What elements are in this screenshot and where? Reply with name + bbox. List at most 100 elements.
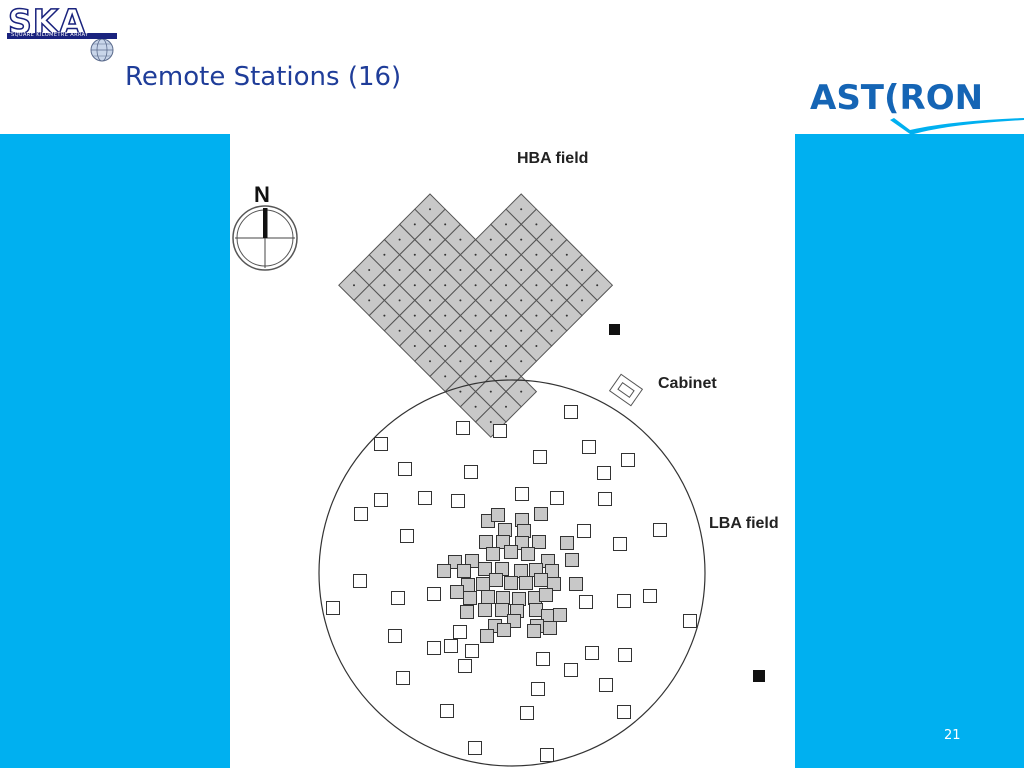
- lba-antenna-inner: [497, 623, 511, 637]
- hba-tile-center: [489, 421, 492, 423]
- hba-field: [338, 193, 614, 438]
- hba-tile-center: [520, 329, 523, 332]
- lba-antenna-inner: [495, 603, 509, 617]
- lba-antenna-outer: [326, 601, 340, 615]
- lba-antenna-outer: [683, 614, 697, 628]
- lba-antenna-outer: [643, 589, 657, 603]
- lba-antenna-outer: [427, 587, 441, 601]
- hba-tile-center: [489, 329, 492, 332]
- ska-logo: SKA SQUARE KILOMETRE ARRAY: [2, 1, 122, 66]
- lba-antenna-inner: [543, 621, 557, 635]
- hba-tile-center: [489, 390, 492, 393]
- north-compass-icon: [232, 205, 298, 271]
- hba-tile-center: [368, 269, 371, 271]
- station-diagram: N HBA field Cabinet LBA field: [232, 150, 779, 767]
- hba-tile-center: [565, 314, 568, 317]
- lba-antenna-outer: [418, 491, 432, 505]
- lba-antenna-inner: [534, 507, 548, 521]
- lba-antenna-inner: [481, 590, 495, 604]
- lba-antenna-inner: [532, 535, 546, 549]
- lba-antenna-outer: [354, 507, 368, 521]
- lba-antenna-outer: [617, 705, 631, 719]
- lba-antenna-inner: [504, 545, 518, 559]
- lba-antenna-inner: [460, 605, 474, 619]
- lba-field-label: LBA field: [709, 515, 779, 532]
- hba-tile-center: [535, 253, 538, 256]
- lba-antenna-outer: [617, 594, 631, 608]
- lba-antenna-outer: [582, 440, 596, 454]
- lba-antenna-outer: [456, 421, 470, 435]
- hba-tile-center: [505, 284, 507, 287]
- hba-tile-center: [444, 223, 447, 226]
- hba-tile-center: [459, 360, 462, 363]
- lba-antenna-outer: [464, 465, 478, 479]
- hba-tile-center: [353, 284, 355, 287]
- hba-tile-center: [444, 314, 447, 317]
- hba-tile-center: [489, 269, 492, 271]
- hba-tile-center: [535, 345, 538, 347]
- hba-tile-center: [429, 299, 431, 302]
- hba-tile-center: [383, 253, 386, 256]
- marker-square: [609, 324, 620, 335]
- hba-tile-center: [520, 238, 523, 241]
- hba-tile-center: [550, 238, 553, 241]
- hba-tile-center: [550, 329, 553, 332]
- hba-tile-center: [398, 299, 401, 302]
- hba-tile-center: [535, 284, 538, 287]
- lba-antenna-outer: [598, 492, 612, 506]
- lba-antenna-outer: [577, 524, 591, 538]
- hba-tile-center: [429, 329, 431, 332]
- hba-tile-center: [444, 253, 447, 256]
- hba-tile-center: [459, 390, 462, 393]
- lba-antenna-inner: [478, 562, 492, 576]
- hba-tile-center: [474, 253, 477, 256]
- right-accent-panel: [795, 134, 1024, 768]
- lba-antenna-outer: [400, 529, 414, 543]
- lba-antenna-inner: [498, 523, 512, 537]
- lba-antenna-outer: [493, 424, 507, 438]
- lba-antenna-inner: [512, 592, 526, 606]
- lba-antenna-inner: [521, 547, 535, 561]
- lba-antenna-outer: [398, 462, 412, 476]
- lba-antenna-inner: [517, 524, 531, 538]
- lba-antenna-inner: [504, 576, 518, 590]
- hba-tile-center: [459, 299, 462, 302]
- lba-antenna-outer: [579, 595, 593, 609]
- ska-globe-icon: [90, 38, 114, 62]
- lba-antenna-outer: [533, 450, 547, 464]
- hba-tile-center: [489, 238, 492, 241]
- hba-tile-center: [444, 345, 447, 347]
- lba-antenna-inner: [553, 608, 567, 622]
- hba-tile-center: [413, 314, 416, 317]
- hba-tile-center: [413, 253, 416, 256]
- hba-tile-center: [474, 405, 477, 408]
- hba-tile-center: [505, 345, 507, 347]
- lba-antenna-outer: [564, 663, 578, 677]
- lba-antenna-outer: [520, 706, 534, 720]
- astron-swoosh-icon: [890, 118, 1024, 134]
- hba-tile-center: [520, 299, 523, 302]
- astron-logo: AST(RON: [810, 78, 984, 118]
- hba-tile-center: [413, 345, 416, 347]
- hba-tile-center: [444, 375, 447, 378]
- hba-tile-center: [505, 314, 507, 317]
- lba-antenna-outer: [453, 625, 467, 639]
- hba-tile-center: [383, 314, 386, 317]
- lba-antenna-outer: [536, 652, 550, 666]
- hba-tile-center: [429, 208, 431, 211]
- hba-tile-center: [505, 223, 507, 226]
- lba-antenna-outer: [465, 644, 479, 658]
- lba-antenna-inner: [463, 591, 477, 605]
- lba-antenna-inner: [496, 591, 510, 605]
- hba-tile-center: [368, 299, 371, 302]
- hba-field-label: HBA field: [517, 150, 588, 167]
- hba-tile-center: [413, 223, 416, 226]
- hba-tile-center: [383, 284, 386, 287]
- lba-antenna-inner: [560, 536, 574, 550]
- hba-tile-center: [520, 390, 523, 393]
- lba-antenna-outer: [391, 591, 405, 605]
- lba-antenna-inner: [437, 564, 451, 578]
- north-label: N: [254, 182, 270, 207]
- hba-tile-center: [596, 284, 599, 287]
- lba-antenna-outer: [374, 493, 388, 507]
